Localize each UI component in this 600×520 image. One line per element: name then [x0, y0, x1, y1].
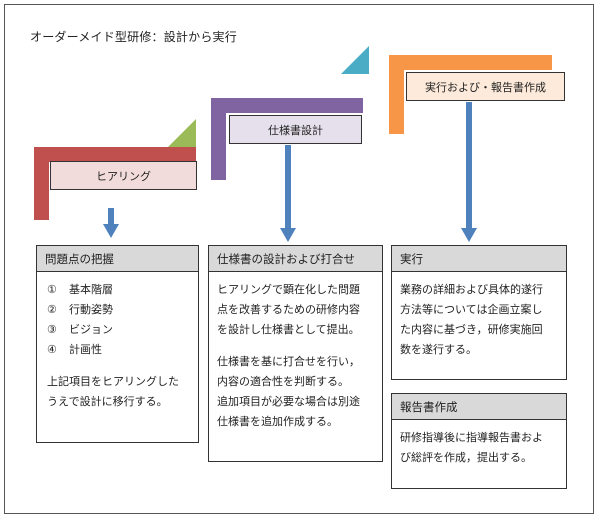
- stage1-triangle: [168, 119, 196, 147]
- stage-label-hearing: ヒアリング: [50, 161, 197, 190]
- card-spec-body-line: 仕様書を基に打合せを行い，: [217, 355, 360, 368]
- card-exec-header: 実行: [392, 246, 566, 272]
- card-hearing-body-line: うえで設計に移行する。: [47, 395, 168, 408]
- card-hearing: 問題点の把握 ① 基本階層 ② 行動姿勢 ③ ビジョン ④ 計画性 上記項目をヒ…: [36, 245, 199, 443]
- card-spec-body-line: 仕様書を追加作成する。: [217, 415, 338, 428]
- card-report-header: 報告書作成: [392, 394, 566, 420]
- card-hearing-body-line: 上記項目をヒアリングした: [47, 375, 179, 388]
- stage-label-exec-text: 実行および・報告書作成: [425, 80, 546, 94]
- arrow-spec: [280, 145, 296, 242]
- diagram-frame: [4, 4, 594, 514]
- diagram-title: オーダーメイド型研修：設計から実行: [30, 30, 237, 44]
- list-item: ④ 計画性: [47, 343, 102, 356]
- card-exec-body-line: 方法等については企画立案し: [400, 303, 543, 316]
- stage-label-exec: 実行および・報告書作成: [406, 72, 565, 101]
- list-item: ① 基本階層: [47, 283, 113, 296]
- card-spec-header: 仕様書の設計および打合せ: [209, 246, 382, 272]
- card-exec: 実行 業務の詳細および具体的遂行 方法等については企画立案し た内容に基づき，研…: [391, 245, 567, 380]
- card-spec-body-line: 点を改善するための研修内容: [217, 303, 360, 316]
- list-item: ③ ビジョン: [47, 323, 113, 336]
- card-exec-body-line: 数を遂行する。: [400, 343, 477, 356]
- card-report-body-line: 研修指導後に指導報告書およ: [400, 431, 543, 444]
- card-exec-body-line: た内容に基づき，研修実施回: [400, 323, 543, 336]
- card-spec-body-line: 内容の適合性を判断する。: [217, 375, 349, 388]
- card-spec-body-line: を設計し仕様書として提出。: [217, 323, 360, 336]
- card-spec: 仕様書の設計および打合せ ヒアリングで顕在化した問題 点を改善するための研修内容…: [208, 245, 383, 462]
- stage2-triangle: [341, 46, 369, 74]
- card-spec-body-line: 追加項目が必要な場合は別途: [217, 395, 360, 408]
- card-hearing-header: 問題点の把握: [37, 246, 198, 272]
- card-report: 報告書作成 研修指導後に指導報告書およ び総評を作成，提出する。: [391, 393, 567, 489]
- card-report-body-line: び総評を作成，提出する。: [400, 451, 532, 464]
- stage-label-hearing-text: ヒアリング: [96, 169, 151, 183]
- stage2-bracket: [211, 98, 363, 180]
- stage-label-spec: 仕様書設計: [229, 115, 362, 144]
- arrow-exec: [461, 102, 477, 242]
- card-exec-body-line: 業務の詳細および具体的遂行: [400, 283, 543, 296]
- list-item: ② 行動姿勢: [47, 303, 113, 316]
- stage3-bracket: [389, 55, 552, 134]
- stage-label-spec-text: 仕様書設計: [268, 123, 323, 137]
- arrow-hearing: [103, 208, 119, 238]
- card-spec-body-line: ヒアリングで顕在化した問題: [217, 283, 360, 296]
